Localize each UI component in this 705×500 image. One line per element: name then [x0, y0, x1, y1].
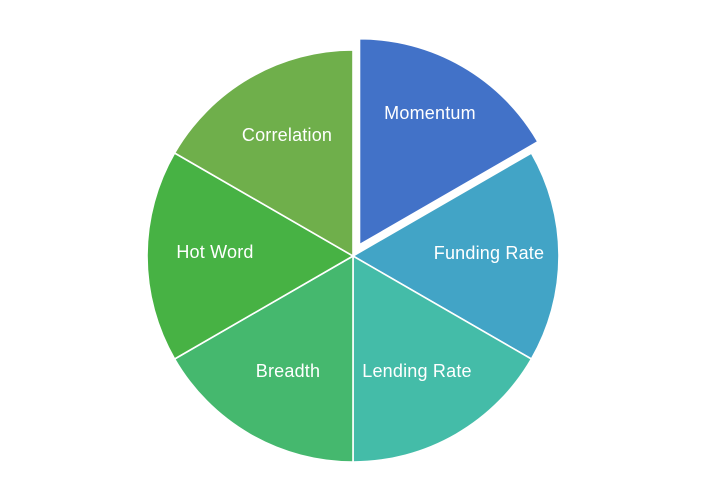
pie-slice-momentum[interactable]	[358, 37, 539, 246]
pie-slices-group	[146, 37, 560, 463]
pie-slice-funding-rate[interactable]	[352, 152, 560, 360]
pie-slice-label-lending-rate: Lending Rate	[362, 361, 472, 381]
pie-slice-hot-word[interactable]	[146, 152, 354, 360]
pie-slice-correlation[interactable]	[173, 49, 354, 257]
pie-slice-breadth[interactable]	[173, 255, 354, 463]
pie-slice-lending-rate[interactable]	[352, 255, 533, 463]
pie-slice-label-breadth: Breadth	[256, 361, 320, 381]
pie-slice-label-hot-word: Hot Word	[176, 242, 253, 262]
pie-slice-label-correlation: Correlation	[242, 125, 332, 145]
pie-slice-label-momentum: Momentum	[384, 103, 476, 123]
pie-slice-label-funding-rate: Funding Rate	[434, 243, 544, 263]
